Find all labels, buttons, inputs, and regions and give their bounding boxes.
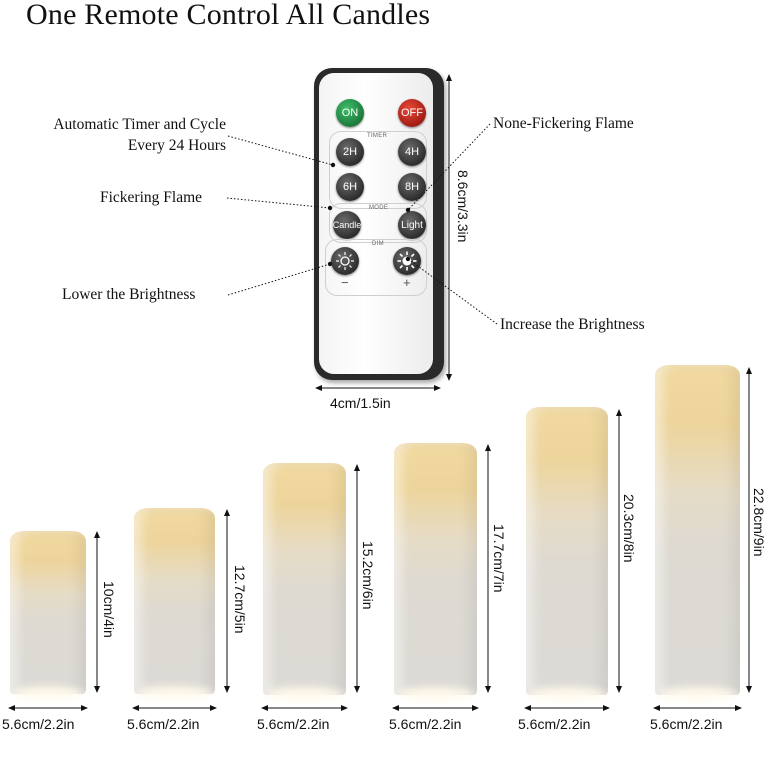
leader-increase-brightness bbox=[405, 256, 498, 325]
candle-1 bbox=[10, 531, 86, 694]
candle-5-width-label: 5.6cm/2.2in bbox=[518, 716, 591, 732]
callout-flickering: Fickering Flame bbox=[100, 189, 203, 206]
dim-tag: DIM bbox=[372, 241, 384, 247]
mode-tag: MODE bbox=[369, 205, 389, 211]
callout-timer-line1: Automatic Timer and Cycle bbox=[53, 116, 226, 133]
leader-none-flickering bbox=[405, 123, 491, 213]
off-button[interactable]: OFF bbox=[398, 99, 426, 127]
dim-sun-icon bbox=[336, 252, 354, 270]
page-title: One Remote Control All Candles bbox=[26, 0, 431, 31]
candle-2-width-label: 5.6cm/2.2in bbox=[127, 716, 200, 732]
candle-5 bbox=[526, 407, 608, 695]
candle-mode-button[interactable]: Candle bbox=[333, 211, 361, 239]
candle-3 bbox=[263, 463, 346, 695]
candle-4 bbox=[394, 443, 477, 695]
remote-width-label: 4cm/1.5in bbox=[330, 395, 391, 411]
candle-4-width-label: 5.6cm/2.2in bbox=[389, 716, 462, 732]
dim-group bbox=[325, 239, 427, 296]
candle-6 bbox=[655, 365, 740, 695]
callout-increase-brightness: Increase the Brightness bbox=[500, 316, 645, 333]
leader-lower-brightness bbox=[227, 261, 333, 296]
callout-none-flickering: None-Fickering Flame bbox=[493, 115, 634, 132]
light-mode-button[interactable]: Light bbox=[398, 211, 426, 239]
callout-timer-line2: Every 24 Hours bbox=[127, 137, 226, 154]
remote-control: ON OFF TIMER 2H 4H 6H 8H MODE Candle Lig… bbox=[314, 68, 444, 380]
dim-down-button[interactable] bbox=[331, 247, 359, 275]
candle-3-width-label: 5.6cm/2.2in bbox=[257, 716, 330, 732]
candle-6-width-label: 5.6cm/2.2in bbox=[650, 716, 723, 732]
plus-sign: + bbox=[403, 275, 411, 290]
mode-group bbox=[329, 203, 427, 243]
leader-flickering bbox=[226, 197, 333, 211]
timer-8h-button[interactable]: 8H bbox=[398, 173, 426, 201]
remote-face: ON OFF TIMER 2H 4H 6H 8H MODE Candle Lig… bbox=[319, 73, 433, 374]
candle-2 bbox=[134, 508, 215, 694]
callout-lower-brightness: Lower the Brightness bbox=[62, 286, 196, 303]
callout-timer: Automatic Timer and Cycle Every 24 Hours bbox=[20, 114, 226, 156]
minus-sign: − bbox=[341, 275, 349, 290]
timer-4h-button[interactable]: 4H bbox=[398, 138, 426, 166]
timer-2h-button[interactable]: 2H bbox=[336, 138, 364, 166]
leader-timer bbox=[227, 135, 336, 168]
timer-6h-button[interactable]: 6H bbox=[336, 173, 364, 201]
on-button[interactable]: ON bbox=[336, 99, 364, 127]
timer-tag: TIMER bbox=[367, 133, 388, 139]
timer-group bbox=[329, 131, 427, 209]
candle-1-width-label: 5.6cm/2.2in bbox=[2, 716, 75, 732]
